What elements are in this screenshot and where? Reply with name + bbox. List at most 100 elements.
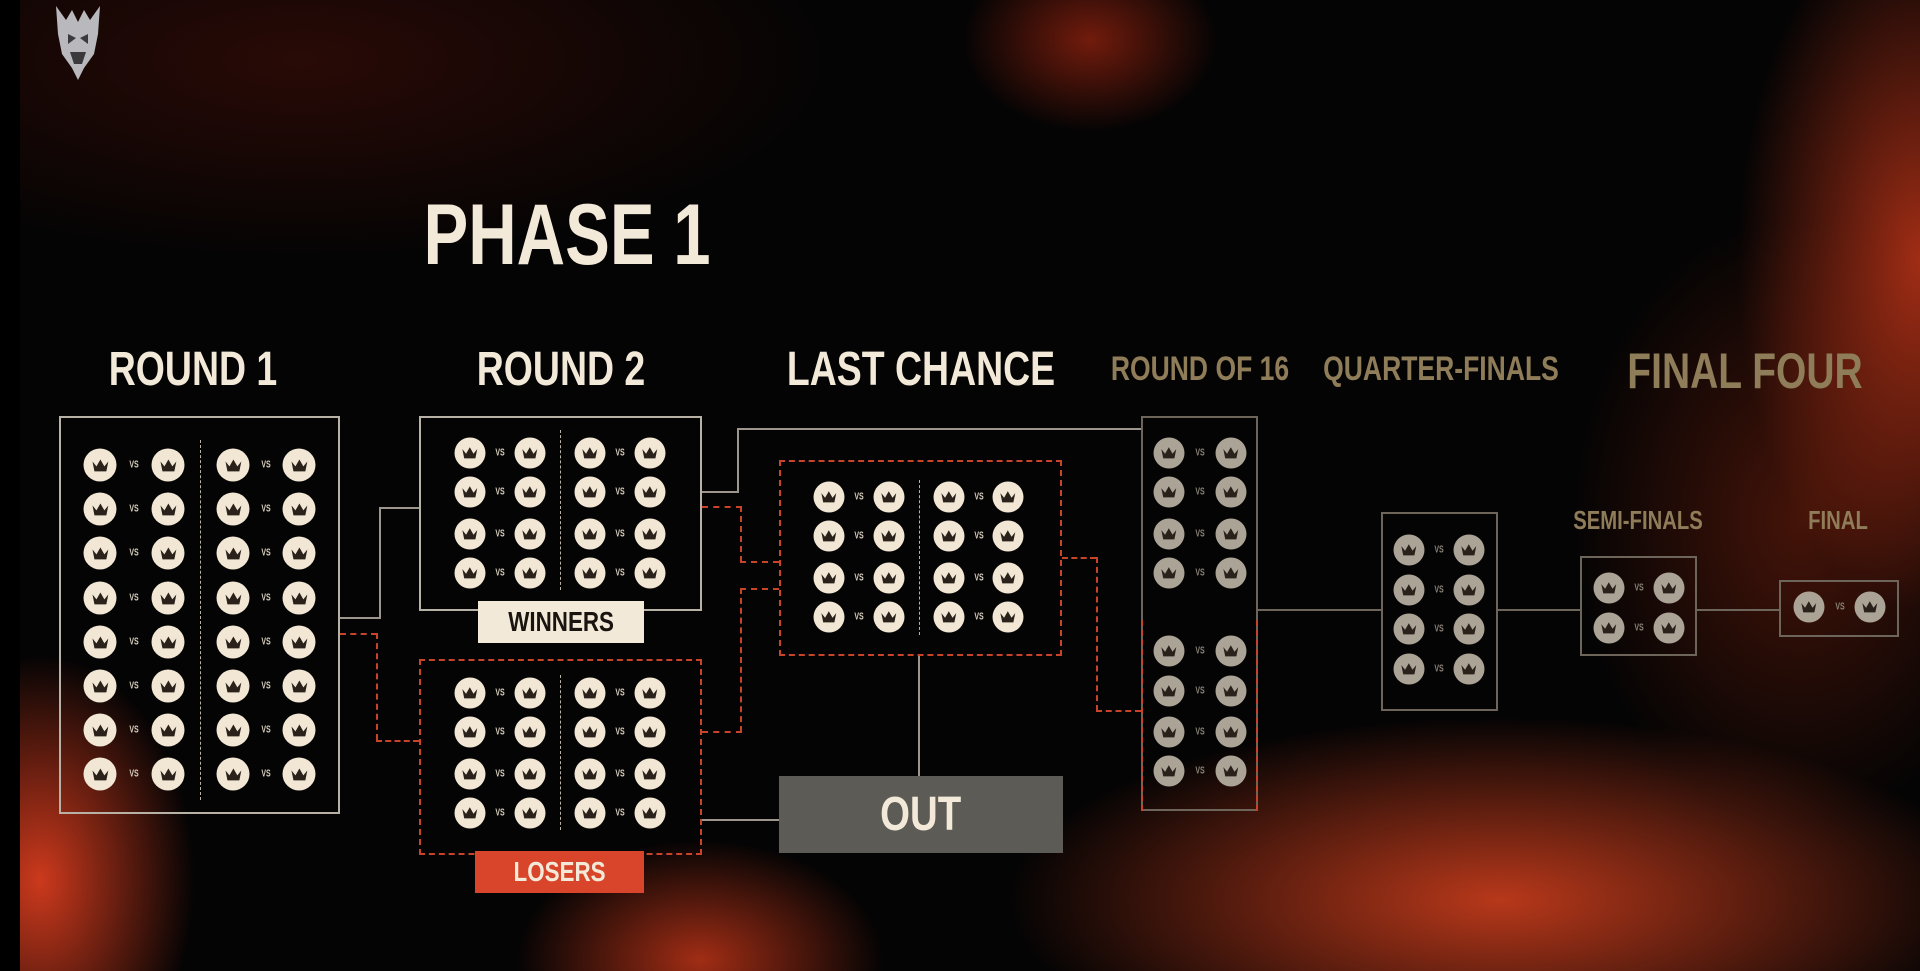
crown-icon (873, 562, 905, 594)
vs-label: VS (1195, 726, 1205, 738)
crown-icon (1393, 534, 1425, 566)
crown-icon (1153, 675, 1185, 707)
crown-icon (1393, 613, 1425, 645)
vs-label: VS (129, 680, 139, 692)
connector-dashed (340, 633, 377, 635)
crown-icon (574, 758, 606, 790)
vs-label: VS (973, 491, 984, 503)
crown-icon (83, 581, 117, 615)
vs-label: VS (129, 724, 139, 736)
vs-label: VS (615, 726, 625, 738)
connector-dashed (702, 731, 742, 733)
vs-label: VS (261, 636, 271, 648)
stage-title-quarter-finals: QUARTER-FINALS (1323, 350, 1559, 388)
crown-icon (1653, 572, 1685, 604)
stage-title-round-1: ROUND 1 (108, 343, 278, 396)
vs-label: VS (615, 486, 625, 498)
connector-dashed (740, 561, 779, 563)
logo-icon (50, 4, 106, 80)
crown-icon (1153, 476, 1185, 508)
semi-finals-box (1580, 556, 1697, 656)
crown-icon (1453, 613, 1485, 645)
crown-icon (83, 757, 117, 791)
crown-icon (574, 677, 606, 709)
crown-icon (514, 518, 546, 550)
connector-dashed (1096, 557, 1098, 711)
last-chance-box (779, 460, 1062, 656)
crown-icon (151, 669, 185, 703)
vs-label: VS (261, 768, 271, 780)
vs-label: VS (495, 447, 505, 459)
stage-title-final: FINAL (1808, 505, 1868, 535)
crown-icon (282, 669, 316, 703)
vs-label: VS (1195, 528, 1205, 540)
crown-icon (992, 601, 1024, 633)
out-label-text: OUT (880, 788, 962, 841)
crown-icon (454, 476, 486, 508)
connector (379, 507, 381, 619)
vs-label: VS (129, 503, 139, 515)
crown-icon (514, 437, 546, 469)
vs-label: VS (854, 530, 864, 542)
column-divider (200, 440, 201, 800)
crown-icon (634, 518, 666, 550)
vs-label: VS (261, 459, 271, 471)
vs-label: VS (1195, 645, 1205, 657)
vs-label: VS (1195, 447, 1205, 459)
crown-icon (574, 716, 606, 748)
stage-title-semi-finals: SEMI-FINALS (1573, 505, 1703, 535)
phase-title: PHASE 1 (423, 187, 711, 283)
vs-label: VS (261, 592, 271, 604)
crown-icon (454, 797, 486, 829)
crown-icon (1153, 716, 1185, 748)
vs-label: VS (1434, 663, 1444, 675)
crown-icon (813, 520, 845, 552)
crown-icon (933, 520, 965, 552)
crown-icon (216, 625, 250, 659)
vs-label: VS (615, 447, 625, 459)
vs-label: VS (129, 636, 139, 648)
crown-icon (282, 713, 316, 747)
round-of-16-dashed-edge (1256, 620, 1258, 811)
losers-label: LOSERS (475, 851, 644, 893)
crown-icon (454, 677, 486, 709)
crown-icon (1453, 653, 1485, 685)
crown-icon (1215, 557, 1247, 589)
vs-label: VS (1434, 623, 1444, 635)
crown-icon (1215, 437, 1247, 469)
final-box (1779, 580, 1899, 637)
connector-dashed (1062, 557, 1096, 559)
vs-label: VS (129, 592, 139, 604)
vs-label: VS (854, 611, 864, 623)
crown-icon (282, 581, 316, 615)
crown-icon (1215, 635, 1247, 667)
crown-icon (216, 448, 250, 482)
crown-icon (634, 557, 666, 589)
crown-icon (151, 713, 185, 747)
vs-label: VS (1434, 544, 1444, 556)
crown-icon (514, 758, 546, 790)
vs-label: VS (1195, 567, 1205, 579)
crown-icon (1854, 591, 1886, 623)
vs-label: VS (615, 807, 625, 819)
connector (379, 507, 419, 509)
crown-icon (873, 520, 905, 552)
vs-label: VS (1634, 582, 1644, 594)
vs-label: VS (495, 768, 505, 780)
round-1-box (59, 416, 340, 814)
connector-dashed (376, 740, 419, 742)
vs-label: VS (1434, 584, 1444, 596)
connector (1258, 609, 1381, 611)
crown-icon (282, 448, 316, 482)
crown-icon (992, 481, 1024, 513)
vs-label: VS (495, 486, 505, 498)
crown-icon (1153, 755, 1185, 787)
crown-icon (151, 625, 185, 659)
crown-icon (1215, 476, 1247, 508)
crown-icon (1793, 591, 1825, 623)
connector-dashed (376, 633, 378, 740)
vs-label: VS (495, 807, 505, 819)
vs-label: VS (495, 528, 505, 540)
column-divider (560, 675, 561, 830)
crown-icon (454, 557, 486, 589)
